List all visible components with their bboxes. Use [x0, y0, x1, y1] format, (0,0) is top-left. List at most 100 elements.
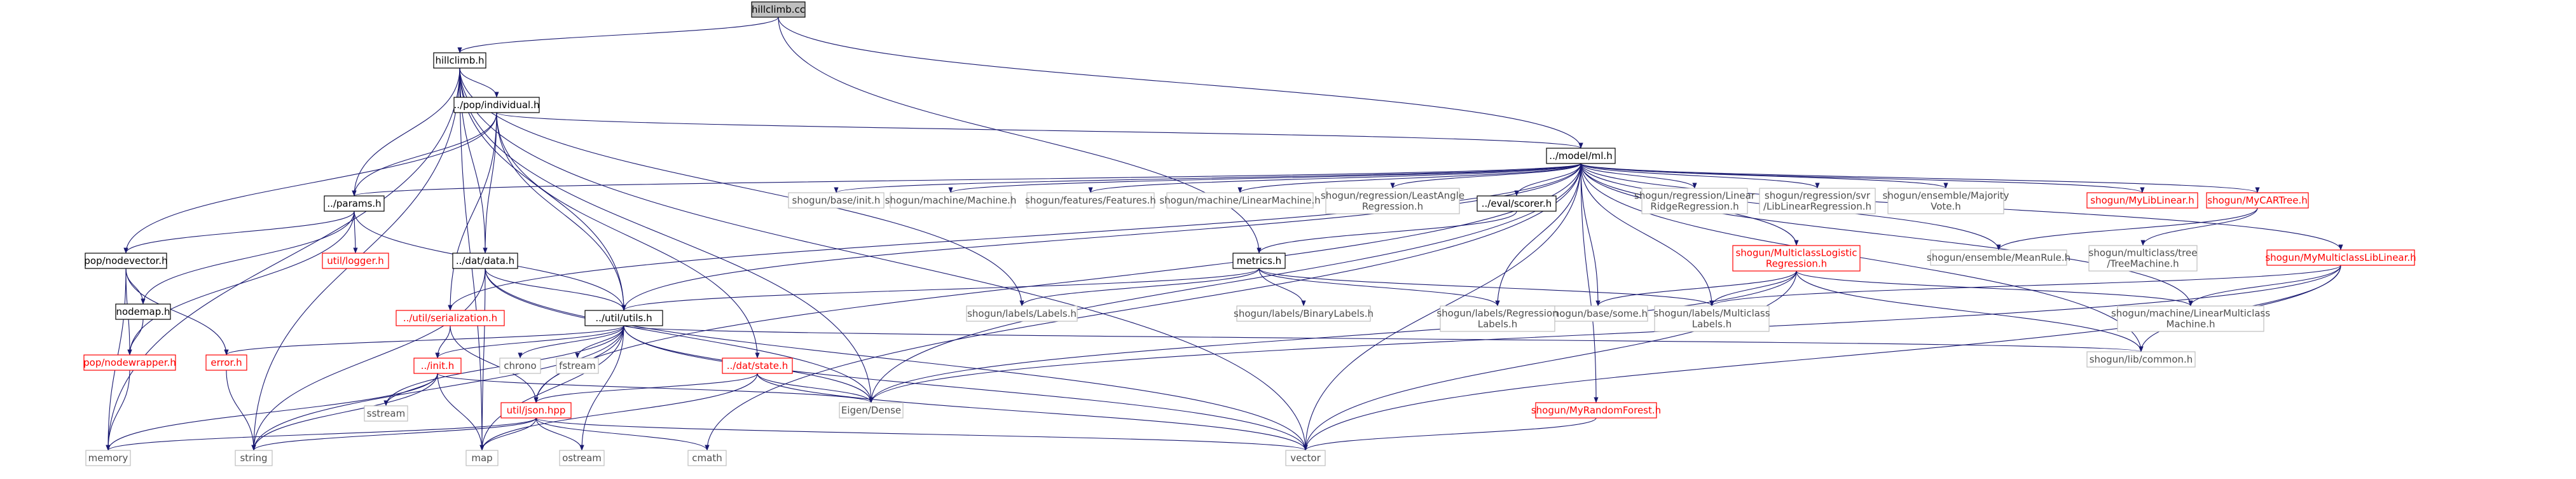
node-label-model_ml_h-0: ../model/ml.h — [1549, 150, 1612, 162]
edge-sg_multiclasslogistic_h-to-vector — [1303, 270, 1797, 451]
edge-model_ml_h-to-sg_labels_multiclass_h — [1580, 163, 1714, 307]
edge-nodemap_h-to-pop_nodewrapper_h — [127, 319, 144, 356]
node-label-sg_regression_svr_h-0: shogun/regression/svr — [1765, 190, 1871, 202]
node-label-sstream-0: sstream — [367, 408, 405, 419]
edge-sg_mymulticlasslib_h-to-eigen_dense — [869, 265, 2341, 403]
edge-dat_data_h-to-util_utils_h — [485, 268, 626, 311]
node-sg_features_features_h: shogun/features/Features.h — [1025, 192, 1156, 209]
node-sg_myrandomforest_h[interactable]: shogun/MyRandomForest.h — [1531, 402, 1661, 419]
node-sg_labels_labels_h: shogun/labels/Labels.h — [966, 305, 1078, 322]
node-dat_data_h[interactable]: ../dat/data.h — [452, 253, 518, 269]
node-model_ml_h[interactable]: ../model/ml.h — [1546, 148, 1616, 164]
edge-model_ml_h-to-sg_regression_leastangle_h — [1390, 163, 1581, 189]
node-dat_state_h[interactable]: ../dat/state.h — [722, 358, 793, 374]
node-hillclimb_h[interactable]: hillclimb.h — [433, 52, 486, 69]
edge-model_ml_h-to-sg_machine_linearmachine_h — [1237, 163, 1581, 193]
edge-util_utils_h-to-ostream — [579, 325, 624, 451]
edge-sg_mycartree_h-to-sg_multiclass_tree_h — [2140, 207, 2258, 246]
node-pop_nodewrapper_h[interactable]: pop/nodewrapper.h — [83, 354, 176, 371]
node-label-sg_regression_linearridge_h-0: shogun/regression/Linear — [1634, 190, 1756, 202]
node-label-sg_regression_linearridge_h-1: RidgeRegression.h — [1650, 201, 1739, 212]
node-memory: memory — [85, 450, 131, 466]
node-fstream: fstream — [556, 358, 599, 374]
edge-pop_individual_h-to-dat_state_h — [496, 112, 760, 359]
edges-layer — [106, 17, 2343, 451]
node-label-sg_features_features_h-0: shogun/features/Features.h — [1025, 195, 1156, 206]
node-sg_mymulticlasslib_h[interactable]: shogun/MyMulticlassLibLinear.h — [2265, 249, 2416, 266]
node-sg_base_init_h: shogun/base/init.h — [788, 192, 885, 209]
edge-sg_myrandomforest_h-to-vector — [1303, 417, 1597, 451]
node-label-util_utils_h-0: ../util/utils.h — [595, 312, 652, 324]
node-util_json_hpp[interactable]: util/json.hpp — [500, 402, 572, 419]
node-util_logger_h[interactable]: util/logger.h — [322, 253, 389, 269]
edge-model_ml_h-to-sg_myrandomforest_h — [1580, 163, 1599, 403]
node-sstream: sstream — [364, 405, 408, 422]
node-label-eigen_dense-0: Eigen/Dense — [841, 405, 901, 416]
node-hillclimb_cc[interactable]: hillclimb.cc — [751, 1, 806, 18]
node-string: string — [235, 450, 273, 466]
node-label-string-0: string — [240, 452, 267, 464]
edge-util_utils_h-to-error_h — [224, 325, 624, 356]
edge-hillclimb_cc-to-hillclimb_h — [457, 17, 779, 53]
edge-model_ml_h-to-sg_labels_regression_h — [1495, 163, 1581, 307]
edge-hillclimb_h-to-pop_individual_h — [459, 67, 499, 98]
edge-hillclimb_h-to-memory — [106, 67, 460, 451]
edge-sg_mymulticlasslib_h-to-vector — [1303, 265, 2341, 451]
node-cmath: cmath — [687, 450, 727, 466]
edge-model_ml_h-to-sg_mycartree_h — [1580, 163, 2260, 193]
edge-hillclimb_h-to-params_h — [352, 67, 460, 197]
edge-eval_scorer_h-to-metrics_h — [1257, 211, 1517, 254]
node-label-sg_regression_svr_h-1: /LibLinearRegression.h — [1763, 201, 1871, 212]
node-sg_lib_common_h: shogun/lib/common.h — [2086, 351, 2196, 368]
edge-model_ml_h-to-sg_machine_machine_h — [948, 163, 1581, 193]
node-label-sg_base_init_h-0: shogun/base/init.h — [792, 195, 881, 206]
edge-sg_multiclasslogistic_h-to-sg_lib_common_h — [1796, 270, 2144, 352]
node-label-dat_state_h-0: ../dat/state.h — [727, 360, 789, 371]
node-label-sg_machine_linearmachine_h-0: shogun/machine/LinearMachine.h — [1159, 195, 1320, 206]
node-label-dat_data_h-0: ../dat/data.h — [456, 255, 514, 267]
edge-util_serialization_h-to-util_json_hpp — [450, 325, 539, 403]
node-params_h[interactable]: ../params.h — [324, 195, 385, 212]
node-pop_individual_h[interactable]: ../pop/individual.h — [453, 97, 540, 113]
node-label-sg_ensemble_majority_h-1: Vote.h — [1931, 201, 1961, 212]
node-nodemap_h[interactable]: nodemap.h — [115, 303, 171, 320]
edge-pop_individual_h-to-params_h — [352, 112, 497, 197]
edge-sg_multiclasslogistic_h-to-eigen_dense — [869, 270, 1797, 403]
node-util_serialization_h[interactable]: ../util/serialization.h — [396, 310, 505, 326]
edge-model_ml_h-to-sg_regression_svr_h — [1580, 163, 1820, 189]
node-label-init_h-0: ../init.h — [421, 360, 455, 371]
edge-util_json_hpp-to-vector — [535, 417, 1308, 451]
node-label-error_h-0: error.h — [210, 357, 242, 368]
edge-sg_multiclasslogistic_h-to-sg_machine_linearmulticlass_h — [1796, 270, 2193, 307]
edge-util_utils_h-to-chrono — [518, 325, 624, 359]
edge-model_ml_h-to-sg_regression_linearridge_h — [1580, 163, 1697, 189]
edge-util_json_hpp-to-ostream — [535, 417, 584, 451]
edge-model_ml_h-to-eval_scorer_h — [1514, 163, 1581, 197]
node-metrics_h[interactable]: metrics.h — [1232, 253, 1286, 269]
edge-init_h-to-memory — [106, 373, 438, 451]
edge-metrics_h-to-sg_labels_multiclass_h — [1258, 268, 1714, 307]
node-sg_mycartree_h[interactable]: shogun/MyCARTree.h — [2206, 192, 2309, 209]
edge-params_h-to-pop_nodevector_h — [123, 211, 355, 254]
edge-util_json_hpp-to-memory — [106, 417, 537, 451]
edge-util_json_hpp-to-map — [479, 417, 537, 451]
node-util_utils_h[interactable]: ../util/utils.h — [584, 310, 663, 326]
node-error_h[interactable]: error.h — [205, 354, 247, 371]
node-eval_scorer_h[interactable]: ../eval/scorer.h — [1477, 195, 1557, 212]
node-init_h[interactable]: ../init.h — [413, 358, 462, 374]
node-pop_nodevector_h[interactable]: pop/nodevector.h — [84, 253, 168, 269]
node-label-memory-0: memory — [88, 452, 128, 464]
node-sg_machine_linearmachine_h: shogun/machine/LinearMachine.h — [1159, 192, 1321, 209]
node-sg_mylibliear_h[interactable]: shogun/MyLibLinear.h — [2086, 192, 2198, 209]
node-label-params_h-0: ../params.h — [327, 198, 381, 209]
edge-metrics_h-to-sg_labels_regression_h — [1258, 268, 1500, 307]
node-label-sg_mylibliear_h-0: shogun/MyLibLinear.h — [2090, 195, 2194, 206]
edge-init_h-to-eigen_dense — [437, 373, 874, 403]
edge-model_ml_h-to-sg_base_some_h — [1580, 163, 1601, 307]
edge-util_serialization_h-to-init_h — [435, 325, 451, 359]
edge-util_utils_h-to-fstream — [575, 325, 624, 359]
